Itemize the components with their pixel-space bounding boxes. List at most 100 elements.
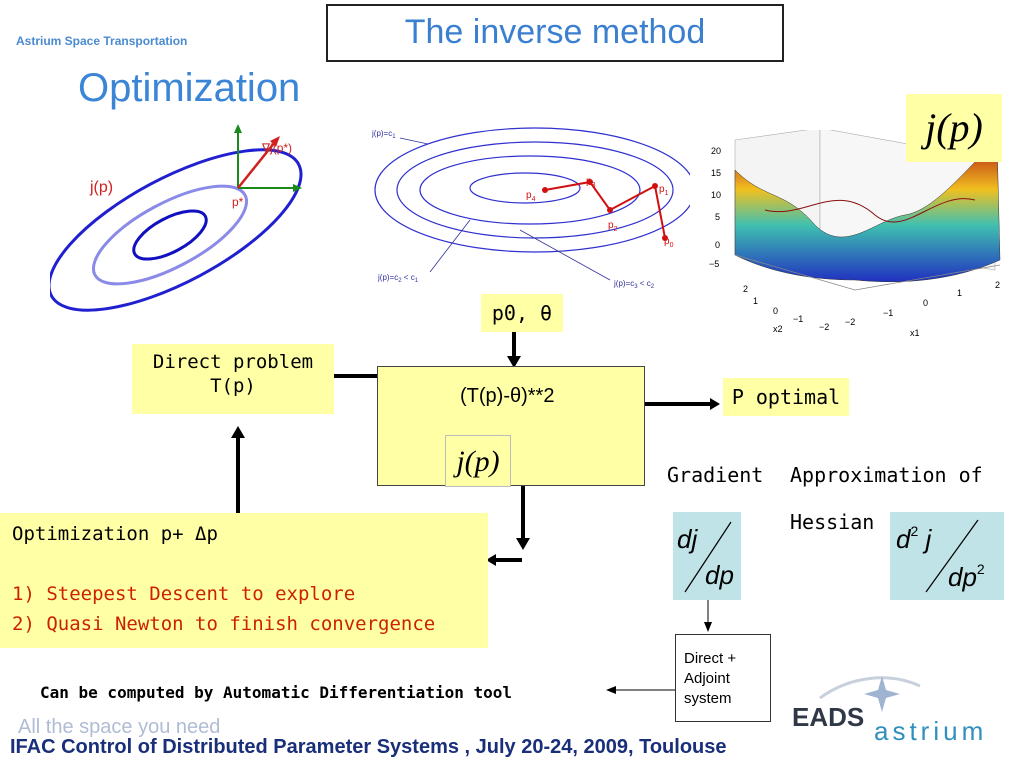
x1-tick-0: 0 <box>923 298 928 308</box>
x1-tick-2: 2 <box>995 280 1000 290</box>
jp-small-formula: j(p) <box>445 435 511 487</box>
arrowhead-optimization-to-direct <box>231 426 245 438</box>
surface-ridge <box>764 198 976 223</box>
y-axis-arrowhead <box>234 124 242 133</box>
contour-c2-leader <box>429 219 471 273</box>
optimization-line2: 1) Steepest Descent to explore <box>12 583 356 605</box>
gradient-formula-box: dj dp <box>673 512 741 600</box>
gradient-denominator: dp <box>705 560 734 590</box>
arrowhead-adjoint-to-autodiff <box>606 686 616 694</box>
x1-tick-1: 1 <box>957 288 962 298</box>
point-p2-label: p2 <box>608 220 618 233</box>
hessian-numerator: d2 j <box>896 523 932 554</box>
arrowhead-to-optimization <box>486 554 496 566</box>
jp-big-formula: j(p) <box>906 94 1002 162</box>
hessian-denominator: dp2 <box>948 561 985 592</box>
hessian-fraction-slash <box>925 519 979 593</box>
logo-astrium-text: astrium <box>874 716 987 746</box>
arrowhead-cost-to-poptimal <box>710 398 720 410</box>
x2-tick-1: 1 <box>753 296 758 306</box>
x1-tick-minus2: −2 <box>845 317 855 327</box>
z-tick-20: 20 <box>711 146 721 156</box>
arrowhead-gradient-to-adjoint <box>704 622 712 632</box>
gradient-label: Gradient <box>667 463 764 487</box>
logo-eads-text: EADS <box>792 702 864 732</box>
brand-name: Astrium Space Transportation <box>16 34 188 48</box>
gradient-arrow <box>237 141 276 189</box>
z-tick-5: 5 <box>715 212 720 222</box>
optimization-box: Optimization p+ Δp 1) Steepest Descent t… <box>0 513 488 648</box>
x-axis-arrowhead <box>293 184 302 192</box>
z-tick-15: 15 <box>711 168 721 178</box>
contour-c1 <box>374 127 690 253</box>
cost-function-box <box>377 366 645 486</box>
gradient-formula: dj dp <box>677 521 734 593</box>
adjoint-line1: Direct + <box>684 650 737 667</box>
x1-tick-minus1: −1 <box>883 308 893 318</box>
outer-contour <box>50 148 303 312</box>
logo-swoosh <box>819 676 921 700</box>
optimization-line3: 2) Quasi Newton to finish convergence <box>12 613 436 635</box>
x1-axis-label: x1 <box>910 328 920 338</box>
direct-problem-line2: T(p) <box>210 375 256 397</box>
contour-c3-label: j(p)=c3 < c2 <box>613 279 655 290</box>
pstar-label: p* <box>232 195 244 209</box>
gradient-label: ∇j(p*) <box>261 141 292 155</box>
confidentiality-note <box>2 300 16 700</box>
gradient-contour-diagram: ∇j(p*) p* j(p) <box>50 124 303 312</box>
arrowhead-p0-to-cost <box>507 356 521 368</box>
descent-path-contour-plot: p0 p1 p2 p3 p4 j(p)=c1 j(p)=c2 < c1 j(p)… <box>371 127 690 290</box>
cost-function-label: (T(p)-θ)**2 <box>460 385 555 407</box>
surface-floor <box>734 254 1001 291</box>
hessian-formula-box: d2 j dp2 <box>890 512 1004 600</box>
logo-star-icon <box>864 676 900 712</box>
slide-title: The inverse method <box>326 4 784 62</box>
direct-problem-line1: Direct problem <box>152 351 314 373</box>
surface-3d-plot: 20 15 10 5 0 −5 2 1 0 −1 −2 −2 −1 0 1 2 … <box>709 130 1001 338</box>
surface-mesh <box>734 139 1001 283</box>
point-p1-label: p1 <box>659 184 669 197</box>
p-optimal-box: P optimal <box>723 378 849 416</box>
point-p0 <box>662 235 668 241</box>
contour-c1-label: j(p)=c1 <box>371 129 396 140</box>
inner-contour <box>132 209 208 261</box>
p0-theta-box: p0, θ <box>481 294 563 332</box>
z-tick-0: 0 <box>715 240 720 250</box>
middle-contour <box>91 184 249 286</box>
contour-c2-label: j(p)=c2 < c1 <box>377 273 419 284</box>
eads-astrium-logo: EADS astrium <box>792 676 987 746</box>
contour-c3 <box>419 155 641 225</box>
point-p3-label: p3 <box>586 176 596 189</box>
adjoint-line2: Adjoint <box>684 670 730 687</box>
point-p4-label: p4 <box>526 190 536 203</box>
z-tick-minus5: −5 <box>709 259 719 269</box>
arrowhead-cost-down <box>516 538 530 550</box>
point-p2 <box>607 207 613 213</box>
x2-axis-label: x2 <box>773 324 783 334</box>
contour-c4 <box>469 172 581 204</box>
x2-tick-minus2: −2 <box>819 322 829 332</box>
gradient-fraction-slash <box>684 521 732 593</box>
contour-c3-leader <box>519 229 611 281</box>
tagline: All the space you need <box>18 716 221 738</box>
x2-tick-2: 2 <box>743 284 748 294</box>
gradient-numerator: dj <box>677 524 698 554</box>
adjoint-system-box: Direct + Adjoint system <box>675 634 771 722</box>
point-p3 <box>587 179 593 185</box>
adjoint-line3: system <box>684 690 732 707</box>
x2-tick-0: 0 <box>773 306 778 316</box>
hessian-formula: d2 j dp2 <box>896 519 985 593</box>
x2-tick-minus1: −1 <box>793 314 803 324</box>
point-p0-label: p0 <box>664 236 674 249</box>
gradient-arrowhead <box>270 136 280 147</box>
point-p4 <box>542 187 548 193</box>
contour-c1-leader <box>399 137 429 145</box>
z-tick-10: 10 <box>711 190 721 200</box>
jp-label: j(p) <box>89 179 113 196</box>
hessian-label-line1: Approximation of <box>790 463 983 487</box>
auto-diff-note: Can be computed by Automatic Differentia… <box>40 683 513 702</box>
footer-conference: IFAC Control of Distributed Parameter Sy… <box>10 736 727 758</box>
slide-subtitle: Optimization <box>78 66 301 110</box>
optimization-line1: Optimization p+ Δp <box>12 523 218 545</box>
point-p1 <box>652 183 658 189</box>
